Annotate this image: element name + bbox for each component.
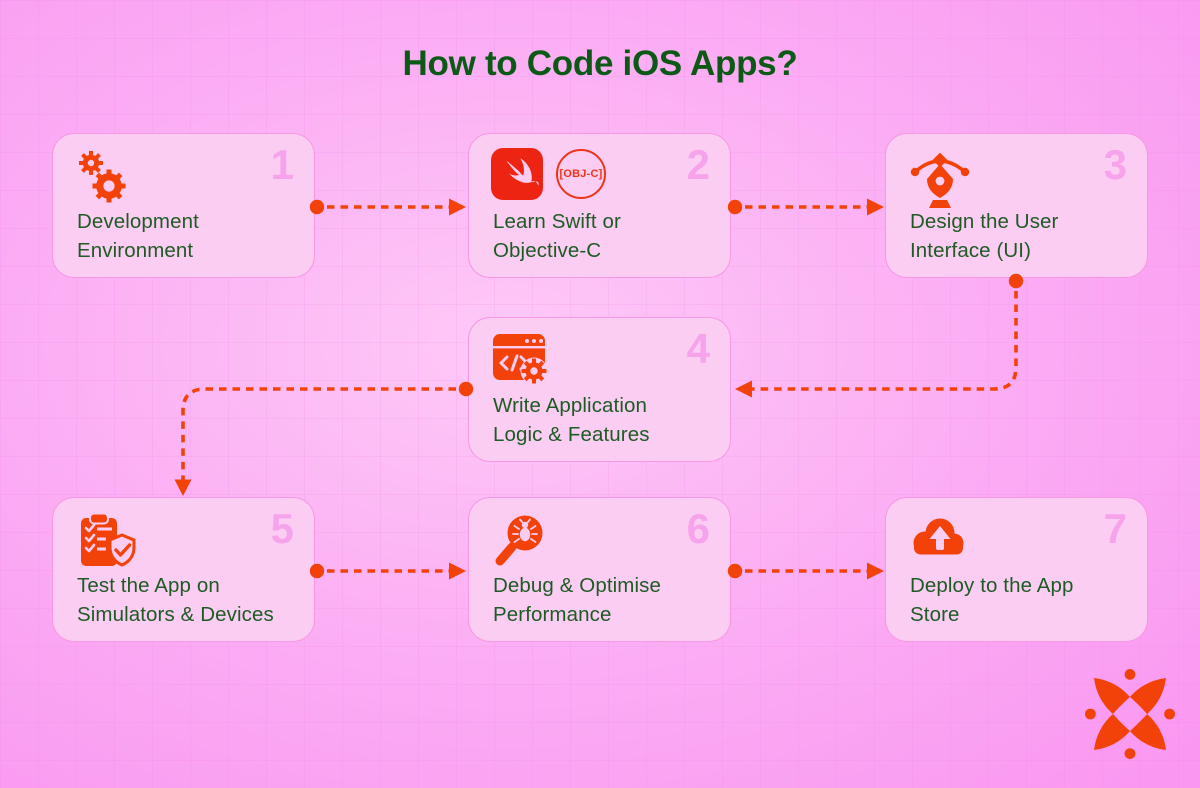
connector-arrowhead [449,562,466,580]
step-card-test-app: 5 Test the App on Simulators & Devices [52,497,315,642]
step-label: Write Application Logic & Features [493,394,650,446]
bug-magnifier-icon [495,515,543,566]
connector-arrowhead [735,380,752,398]
step-label: Deploy to the App Store [910,574,1074,626]
step-number: 1 [270,141,294,188]
objc-badge-label: [OBJ-C] [559,168,603,180]
connector-arrowhead [867,198,884,216]
connector-3-4 [751,291,1018,391]
page-title: How to Code iOS Apps? [402,44,798,83]
connector-arrowhead [174,479,192,496]
step-card-design-ui: 3 Design the User Interface (UI) [885,133,1148,278]
step-card-write-logic: 4 Write Application Logic & Features [468,317,731,462]
step-number: 6 [686,505,710,552]
code-window-gear-icon [493,334,548,385]
step-number: 4 [686,325,710,372]
connector-arrowhead [449,198,466,216]
step-label: Design the User Interface (UI) [910,210,1059,262]
step-number: 3 [1103,141,1127,188]
gears-icon [79,151,126,203]
step-card-development-environment: 1 Development Environment [52,133,315,278]
step-number: 5 [270,505,294,552]
step-label: Learn Swift or Objective-C [493,210,621,262]
checklist-shield-icon [81,512,136,567]
step-card-deploy-app-store: 7 Deploy to the App Store [885,497,1148,642]
connector-arrowhead [867,562,884,580]
step-label: Development Environment [77,210,199,262]
step-label: Test the App on Simulators & Devices [77,574,274,626]
step-card-learn-swift-objc: [OBJ-C] 2 Learn Swift or Objective-C [468,133,731,278]
objective-c-badge: [OBJ-C] [556,149,606,199]
step-number: 7 [1103,505,1127,552]
step-label: Debug & Optimise Performance [493,574,661,626]
step-card-debug-optimise: 6 Debug & Optimise Performance [468,497,731,642]
pinwheel-compass-logo [1085,669,1175,759]
pen-tool-icon [910,152,970,208]
swift-icon [491,148,543,200]
cloud-upload-icon [913,518,964,555]
step-number: 2 [686,141,710,188]
connector-4-5 [181,387,456,481]
